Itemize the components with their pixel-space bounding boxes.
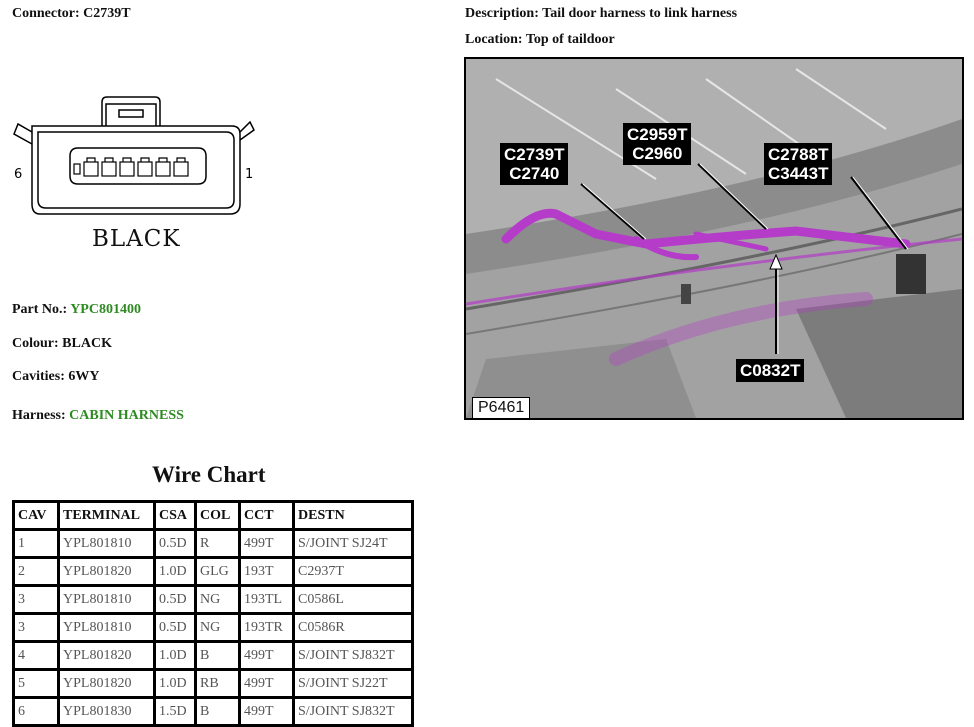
part-number-line: Part No.: YPC801400 <box>12 302 141 318</box>
cell-csa: 1.0D <box>156 559 194 584</box>
cell-terminal: YPL801820 <box>60 671 153 696</box>
col-cct: CCT <box>241 503 292 528</box>
part-number-link[interactable]: YPC801400 <box>70 302 141 317</box>
colour-value: BLACK <box>62 336 112 351</box>
connector-label: Connector: <box>12 6 80 21</box>
cell-terminal: YPL801810 <box>60 531 153 556</box>
connector-id: C2739T <box>83 6 131 21</box>
cell-col: GLG <box>197 559 238 584</box>
cavities-line: Cavities: 6WY <box>12 369 100 385</box>
description-line: Description: Tail door harness to link h… <box>465 6 737 22</box>
callout-c2739t-line2: C2740 <box>509 164 560 183</box>
cell-csa: 1.5D <box>156 699 194 724</box>
table-row: 6 YPL801830 1.5D B 499T S/JOINT SJ832T <box>15 699 411 724</box>
cell-destn: S/JOINT SJ832T <box>295 699 411 724</box>
cell-terminal: YPL801820 <box>60 559 153 584</box>
cell-cct: 193TR <box>241 615 292 640</box>
cell-cav: 3 <box>15 587 57 612</box>
cell-csa: 0.5D <box>156 615 194 640</box>
taildoor-illustration-art <box>466 59 962 418</box>
location-label: Location: <box>465 32 523 47</box>
callout-c2959t-line1: C2959T <box>627 125 688 144</box>
cell-col: R <box>197 531 238 556</box>
location-illustration: C2739T C2740 C2959T C2960 C2788T C3443T … <box>464 57 964 420</box>
callout-c2739t: C2739T C2740 <box>500 143 569 185</box>
cell-cct: 193TL <box>241 587 292 612</box>
cell-terminal: YPL801830 <box>60 699 153 724</box>
table-header-row: CAV TERMINAL CSA COL CCT DESTN <box>15 503 411 528</box>
cell-destn: C0586L <box>295 587 411 612</box>
cell-destn: S/JOINT SJ24T <box>295 531 411 556</box>
part-number-label: Part No.: <box>12 302 68 317</box>
col-cav: CAV <box>15 503 57 528</box>
table-row: 3 YPL801810 0.5D NG 193TR C0586R <box>15 615 411 640</box>
col-col: COL <box>197 503 238 528</box>
cell-col: NG <box>197 615 238 640</box>
cell-cav: 2 <box>15 559 57 584</box>
callout-c2959t-line2: C2960 <box>632 144 683 163</box>
cell-destn: C2937T <box>295 559 411 584</box>
colour-label: Colour: <box>12 336 59 351</box>
cell-cct: 499T <box>241 699 292 724</box>
table-row: 5 YPL801820 1.0D RB 499T S/JOINT SJ22T <box>15 671 411 696</box>
illustration-code: P6461 <box>472 397 531 418</box>
location-value: Top of taildoor <box>525 32 615 47</box>
cell-cct: 193T <box>241 559 292 584</box>
wire-chart-table: CAV TERMINAL CSA COL CCT DESTN 1 YPL8018… <box>12 500 414 727</box>
cell-destn: S/JOINT SJ22T <box>295 671 411 696</box>
callout-c2739t-line1: C2739T <box>504 145 565 164</box>
cell-cav: 3 <box>15 615 57 640</box>
callout-c2788t-line1: C2788T <box>768 145 829 164</box>
colour-line: Colour: BLACK <box>12 336 112 352</box>
description-label: Description: <box>465 6 539 21</box>
cell-csa: 0.5D <box>156 531 194 556</box>
cavities-value: 6WY <box>68 369 100 384</box>
harness-link[interactable]: CABIN HARNESS <box>69 408 184 423</box>
connector-colour-caption: BLACK <box>92 226 181 252</box>
cell-terminal: YPL801810 <box>60 587 153 612</box>
cell-terminal: YPL801810 <box>60 615 153 640</box>
cell-cav: 5 <box>15 671 57 696</box>
cell-cct: 499T <box>241 671 292 696</box>
pin-6-label: 6 <box>14 167 22 182</box>
cell-col: NG <box>197 587 238 612</box>
callout-c2788t: C2788T C3443T <box>764 143 833 185</box>
table-row: 4 YPL801820 1.0D B 499T S/JOINT SJ832T <box>15 643 411 668</box>
location-line: Location: Top of taildoor <box>465 32 615 48</box>
cell-cav: 1 <box>15 531 57 556</box>
cell-csa: 0.5D <box>156 587 194 612</box>
callout-c2959t: C2959T C2960 <box>623 123 692 165</box>
cell-destn: S/JOINT SJ832T <box>295 643 411 668</box>
cell-csa: 1.0D <box>156 671 194 696</box>
table-row: 1 YPL801810 0.5D R 499T S/JOINT SJ24T <box>15 531 411 556</box>
cell-col: RB <box>197 671 238 696</box>
cell-cav: 4 <box>15 643 57 668</box>
col-csa: CSA <box>156 503 194 528</box>
cell-destn: C0586R <box>295 615 411 640</box>
col-terminal: TERMINAL <box>60 503 153 528</box>
col-destn: DESTN <box>295 503 411 528</box>
table-row: 3 YPL801810 0.5D NG 193TL C0586L <box>15 587 411 612</box>
wire-chart-title: Wire Chart <box>152 462 266 487</box>
cell-cct: 499T <box>241 531 292 556</box>
description-value: Tail door harness to link harness <box>542 6 738 21</box>
cell-cav: 6 <box>15 699 57 724</box>
harness-label: Harness: <box>12 408 66 423</box>
connector-face-diagram: 6 1 <box>13 96 255 215</box>
table-row: 2 YPL801820 1.0D GLG 193T C2937T <box>15 559 411 584</box>
callout-c2788t-line2: C3443T <box>768 164 829 183</box>
pin-1-label: 1 <box>245 167 253 182</box>
connector-heading: Connector: C2739T <box>12 6 131 22</box>
cavities-label: Cavities: <box>12 369 65 384</box>
cell-col: B <box>197 643 238 668</box>
harness-line: Harness: CABIN HARNESS <box>12 408 184 424</box>
callout-c0832t: C0832T <box>736 359 805 382</box>
cell-terminal: YPL801820 <box>60 643 153 668</box>
cell-csa: 1.0D <box>156 643 194 668</box>
cell-cct: 499T <box>241 643 292 668</box>
cell-col: B <box>197 699 238 724</box>
